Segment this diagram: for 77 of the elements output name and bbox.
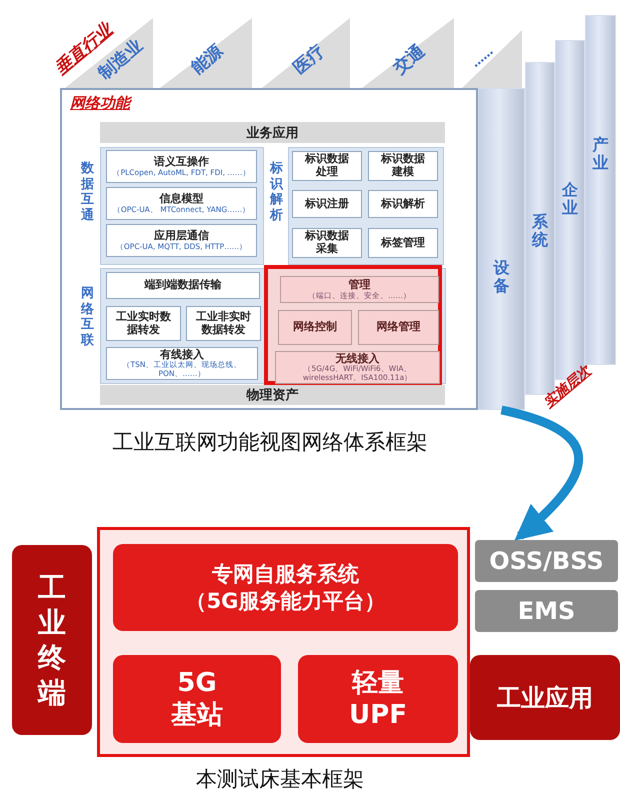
group-label: 数据互通 xyxy=(81,161,94,224)
function-box xyxy=(275,351,440,384)
band-label: 业务应用 xyxy=(246,124,298,142)
module-label: EMS xyxy=(518,596,576,626)
layer-band xyxy=(100,122,445,143)
box-title: 标识解析 xyxy=(381,198,425,210)
module-label: 专网自服务系统（5G服务能力平台） xyxy=(184,561,386,614)
caption: 工业互联网功能视图网络体系框架 xyxy=(112,430,428,454)
box-title: 标识注册 xyxy=(305,198,349,210)
module-box xyxy=(113,655,281,743)
box-label: 工业应用 xyxy=(497,682,593,712)
tab-label: 能源 xyxy=(186,40,228,80)
application-box xyxy=(470,655,620,740)
function-box xyxy=(106,347,258,380)
box-title: 端到端数据传输 xyxy=(144,279,222,292)
group-label: 网络互联 xyxy=(81,286,94,348)
industry-tab xyxy=(160,18,252,88)
module-label: 5G基站 xyxy=(170,666,224,732)
module-label: OSS/BSS xyxy=(489,546,604,576)
system-box xyxy=(475,540,618,582)
testbed-frame xyxy=(97,527,470,757)
function-frame xyxy=(60,88,478,410)
level-column xyxy=(585,15,616,365)
box-title: 管理 xyxy=(348,278,370,292)
column-label: 设备 xyxy=(494,259,510,296)
box-title: 网络管理 xyxy=(376,321,420,334)
function-box xyxy=(106,187,257,220)
function-box xyxy=(292,151,362,181)
box-title: 标识数据处理 xyxy=(304,153,350,179)
system-box xyxy=(475,590,618,632)
highlight-frame xyxy=(264,265,442,385)
box-title: 应用层通信 xyxy=(154,230,209,242)
box-title: 标识数据采集 xyxy=(304,230,350,256)
box-title: 标识数据建模 xyxy=(380,153,426,179)
industry-tab xyxy=(362,18,454,88)
function-box xyxy=(292,190,362,218)
function-box xyxy=(368,151,438,181)
function-box xyxy=(106,224,257,257)
box-title: 工业非实时数据转发 xyxy=(195,310,252,336)
box-title: 有线接入 xyxy=(160,348,204,361)
curved-arrow xyxy=(500,406,583,541)
function-box xyxy=(368,228,438,258)
box-title: 信息模型 xyxy=(160,192,204,206)
function-box xyxy=(368,190,438,218)
caption: 本测试床基本框架 xyxy=(196,767,364,791)
industry-tab xyxy=(462,30,522,88)
box-label: 工业终端 xyxy=(38,570,66,710)
tab-label: 交通 xyxy=(388,40,430,80)
module-label: 轻量UPF xyxy=(348,666,408,732)
column-label: 产业 xyxy=(592,136,608,173)
terminal-box xyxy=(12,545,92,735)
module-box xyxy=(298,655,458,743)
function-box xyxy=(186,306,261,341)
column-label: 系统 xyxy=(532,213,548,250)
section-label: 实施层次 xyxy=(540,362,594,412)
frame-title: 网络功能 xyxy=(70,94,130,113)
function-box xyxy=(280,276,439,303)
box-title: 网络控制 xyxy=(293,321,337,334)
layer-band xyxy=(100,385,445,405)
box-title: 标签管理 xyxy=(381,236,425,250)
column-label: 企业 xyxy=(562,181,578,218)
function-box xyxy=(106,272,260,299)
band-label: 物理资产 xyxy=(246,386,298,404)
function-box xyxy=(292,228,362,258)
box-title: 语义互操作 xyxy=(154,156,209,168)
function-box xyxy=(106,306,181,341)
group-label: 标识解析 xyxy=(270,161,283,224)
tab-label: 医疗 xyxy=(288,40,330,80)
box-title: 无线接入 xyxy=(336,352,380,365)
function-box xyxy=(106,150,257,183)
box-title: 工业实时数据转发 xyxy=(115,310,172,336)
tab-label: …… xyxy=(468,44,496,70)
module-box xyxy=(113,544,458,631)
function-box xyxy=(358,310,439,345)
industry-tab xyxy=(262,18,350,88)
level-column xyxy=(478,88,525,410)
function-box xyxy=(278,310,352,345)
